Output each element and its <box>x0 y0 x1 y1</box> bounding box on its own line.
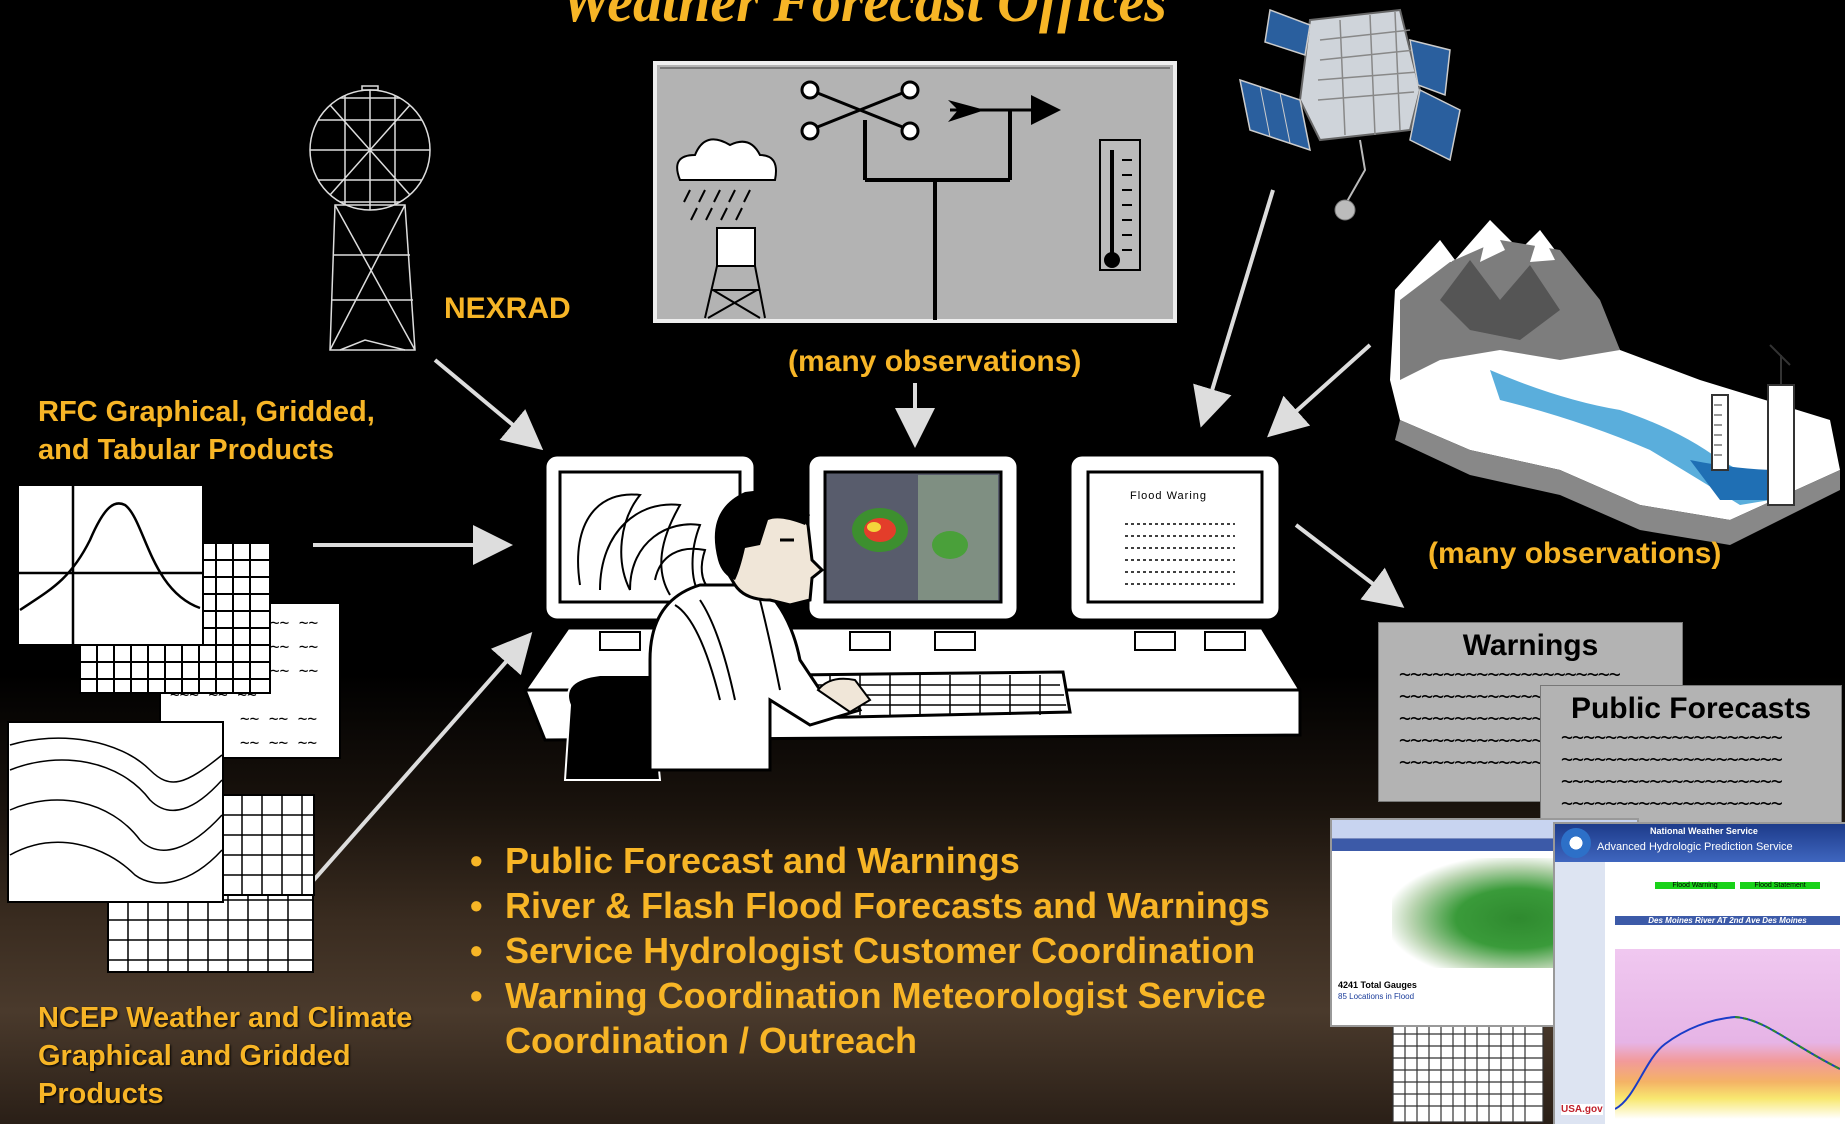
anemometer-icon <box>800 80 920 141</box>
arrow-ncep <box>303 631 533 892</box>
arrow-outputs <box>1294 523 1405 608</box>
arrow-satellite <box>1193 189 1275 428</box>
ahps-grid-sheet <box>1392 1009 1544 1123</box>
hydrograph-plot <box>1615 949 1840 1119</box>
ahps-flood-warning-tag: Flood Warning <box>1655 882 1735 889</box>
bullet-item: Service Hydrologist Customer Coordinatio… <box>470 928 1330 973</box>
monitor-center <box>806 453 1020 651</box>
ahps-location-title: Des Moines River AT 2nd Ave Des Moines <box>1615 916 1840 925</box>
monitor-left <box>543 453 757 651</box>
tilde-line: ~~~~~~~~~~~~~~~~~~~~ <box>1561 725 1783 749</box>
svg-text:~~ ~~: ~~ ~~ <box>270 661 318 680</box>
monitor-right <box>1068 453 1282 651</box>
bullet-item: River & Flash Flood Forecasts and Warnin… <box>470 883 1330 928</box>
ahps-sidebar <box>1555 862 1605 1124</box>
ncep-products-icon <box>7 721 315 973</box>
rain-gauge-icon <box>676 138 777 319</box>
ncep-contour-lines <box>9 737 223 884</box>
warnings-title: Warnings <box>1462 629 1599 662</box>
tilde-line: ~~~~~~~~~~~~~~~~~~~~ <box>1561 747 1783 771</box>
bullet-item: Warning Coordination Meteorologist Servi… <box>470 973 1330 1063</box>
ahps-screenshot: National Weather Service Advanced Hydrol… <box>1553 822 1845 1124</box>
mountain-river-icon <box>1390 220 1840 545</box>
thermometer-icon <box>1099 139 1141 271</box>
wind-vane-icon <box>948 95 1061 125</box>
tilde-line: ~~~~~~~~~~~~~~~~~~~~ <box>1561 769 1783 793</box>
flood-warning-screen-text: Flood Waring <box>1130 490 1208 502</box>
arrow-mountain <box>1267 343 1372 438</box>
services-bullet-list: Public Forecast and Warnings River & Fla… <box>470 838 1330 1063</box>
forecaster-figure <box>648 490 872 772</box>
arrow-nexrad <box>433 358 544 451</box>
svg-text:~~ ~~ ~~: ~~ ~~ ~~ <box>240 733 317 752</box>
tilde-line: ~~~~~~~~~~~~~~~~~~~~ <box>1561 791 1783 815</box>
bullet-item: Public Forecast and Warnings <box>470 838 1330 883</box>
hydrograph-line <box>1615 1015 1840 1110</box>
observations-panel <box>653 61 1177 323</box>
ahps-flood-statement-tag: Flood Statement <box>1740 882 1820 889</box>
ahps-header: National Weather Service Advanced Hydrol… <box>1555 824 1845 862</box>
nws-header-text: National Weather Service <box>1650 826 1758 836</box>
tilde-line: ~~~~~~~~~~~~~~~~~~~~ <box>1399 662 1621 686</box>
public-forecasts-title: Public Forecasts <box>1570 692 1812 725</box>
svg-text:~~ ~~: ~~ ~~ <box>270 613 318 632</box>
svg-text:~~ ~~ ~~: ~~ ~~ ~~ <box>240 709 317 728</box>
rfc-hydrograph <box>18 485 203 645</box>
rfc-tabular-sheet: ~~ ~~~~ ~~~~ ~~ ~~~ ~~ ~~~~ ~~ ~~~~ ~~ ~… <box>170 613 318 752</box>
diagram-title: Weather Forecast Offices <box>560 0 1167 34</box>
svg-text:~~ ~~: ~~ ~~ <box>270 637 318 656</box>
noaa-logo-icon <box>1561 828 1591 858</box>
satellite-icon <box>1239 8 1461 221</box>
nexrad-label: NEXRAD <box>444 292 571 325</box>
nexrad-radar-icon <box>309 85 431 351</box>
forecaster-workstation <box>523 453 1302 781</box>
rfc-products-label: RFC Graphical, Gridded, and Tabular Prod… <box>38 396 375 466</box>
map-total-gauges: 4241 Total Gauges <box>1338 980 1417 990</box>
flow-arrows <box>303 189 1405 892</box>
usa-gov-logo: USA.gov <box>1561 1104 1603 1115</box>
rfc-products-icon: ~~ ~~~~ ~~~~ ~~ ~~~ ~~ ~~~~ ~~ ~~~~ ~~ ~… <box>17 484 341 759</box>
ncep-products-label: NCEP Weather and Climate Graphical and G… <box>38 1002 413 1110</box>
many-observations-right-label: (many observations) <box>1428 537 1722 570</box>
map-locations-in-flood: 85 Locations in Flood <box>1338 992 1415 1001</box>
many-observations-top-label: (many observations) <box>788 345 1082 378</box>
ahps-title-text: Advanced Hydrologic Prediction Service <box>1597 841 1793 853</box>
